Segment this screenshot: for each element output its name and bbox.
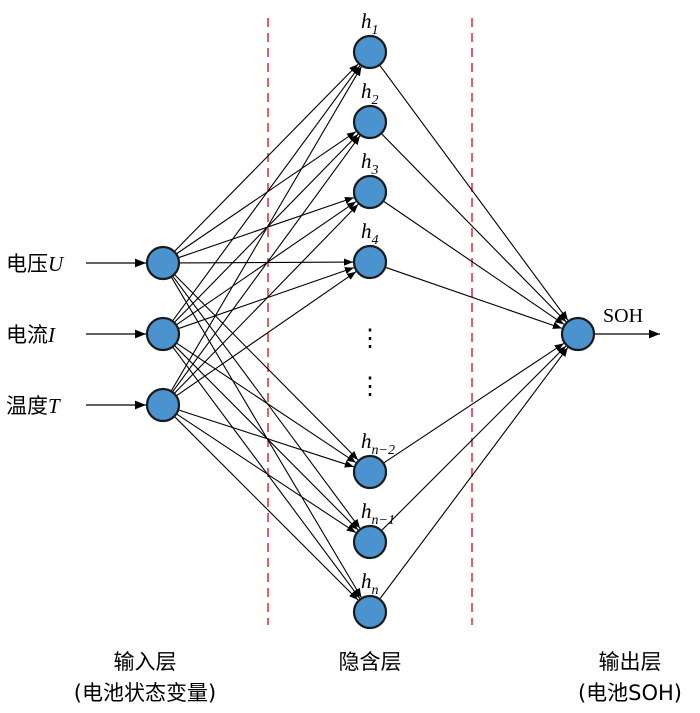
edge-input-2-hidden-5 <box>175 342 357 464</box>
hidden-label-5: hn−2 <box>361 429 395 458</box>
edge-input-2-hidden-6 <box>173 344 359 531</box>
hidden-node-5 <box>352 454 388 490</box>
hidden-label-6: hn−1 <box>361 499 395 528</box>
hidden-ellipsis-2: ⋮ <box>358 374 382 400</box>
hidden-node-6 <box>352 524 388 560</box>
input-label-u: 电压U <box>6 252 65 276</box>
output-node <box>560 316 596 352</box>
input-layer-subtitle: (电池状态变量) <box>74 681 216 705</box>
hidden-node-7 <box>352 594 388 630</box>
edge-input-3-hidden-2 <box>171 135 361 393</box>
hidden-label-7: hn <box>361 569 379 598</box>
input-label-i: 电流I <box>6 323 56 347</box>
io-arrows <box>86 258 660 410</box>
edge-hidden-4-output <box>384 266 563 329</box>
edge-hidden-3-output <box>382 200 565 325</box>
edge-hidden-6-output <box>380 345 567 532</box>
edge-input-3-hidden-4 <box>175 271 357 397</box>
connections <box>170 63 569 601</box>
edge-input-2-hidden-4 <box>177 267 355 330</box>
edge-input-3-hidden-7 <box>173 415 359 601</box>
hidden-layer-title: 隐含层 <box>339 650 402 674</box>
edge-input-3-hidden-5 <box>178 409 354 468</box>
edge-input-1-hidden-5 <box>173 274 359 461</box>
edge-input-1-hidden-1 <box>173 63 359 252</box>
edge-hidden-2-output <box>380 133 567 323</box>
nodes <box>145 34 596 630</box>
edge-input-2-hidden-1 <box>172 65 361 322</box>
hidden-label-4: h4 <box>361 219 379 248</box>
hidden-label-1: h1 <box>361 9 379 38</box>
output-label: SOH <box>603 305 643 327</box>
hidden-ellipsis-1: ⋮ <box>358 326 382 352</box>
edge-input-1-hidden-4 <box>178 258 354 266</box>
input-layer-title: 输入层 <box>114 650 177 674</box>
edge-hidden-5-output <box>382 342 565 464</box>
labels: 电压U 电流I 温度T h1 h2 h3 h4 hn−2 hn−1 hn <box>6 9 395 598</box>
edge-input-3-hidden-1 <box>170 66 362 392</box>
hidden-label-3: h3 <box>361 149 379 178</box>
edge-input-1-hidden-3 <box>177 196 355 259</box>
input-label-t: 温度T <box>6 394 61 418</box>
edge-input-2-hidden-7 <box>172 346 361 599</box>
edge-hidden-1-output <box>379 64 569 321</box>
hidden-node-1 <box>352 34 388 70</box>
edge-hidden-7-output <box>379 347 569 600</box>
hidden-node-3 <box>352 174 388 210</box>
output-layer-title: 输出层 <box>599 650 662 674</box>
input-node-t <box>145 387 181 423</box>
hidden-label-2: h2 <box>361 79 379 108</box>
input-node-u <box>145 245 181 281</box>
input-node-i <box>145 316 181 352</box>
edge-input-1-hidden-6 <box>172 275 361 529</box>
hidden-node-4 <box>352 244 388 280</box>
hidden-node-2 <box>352 104 388 140</box>
edge-input-3-hidden-6 <box>175 413 357 534</box>
output-layer-subtitle: (电池SOH) <box>578 681 682 705</box>
edge-input-3-hidden-3 <box>173 203 359 394</box>
